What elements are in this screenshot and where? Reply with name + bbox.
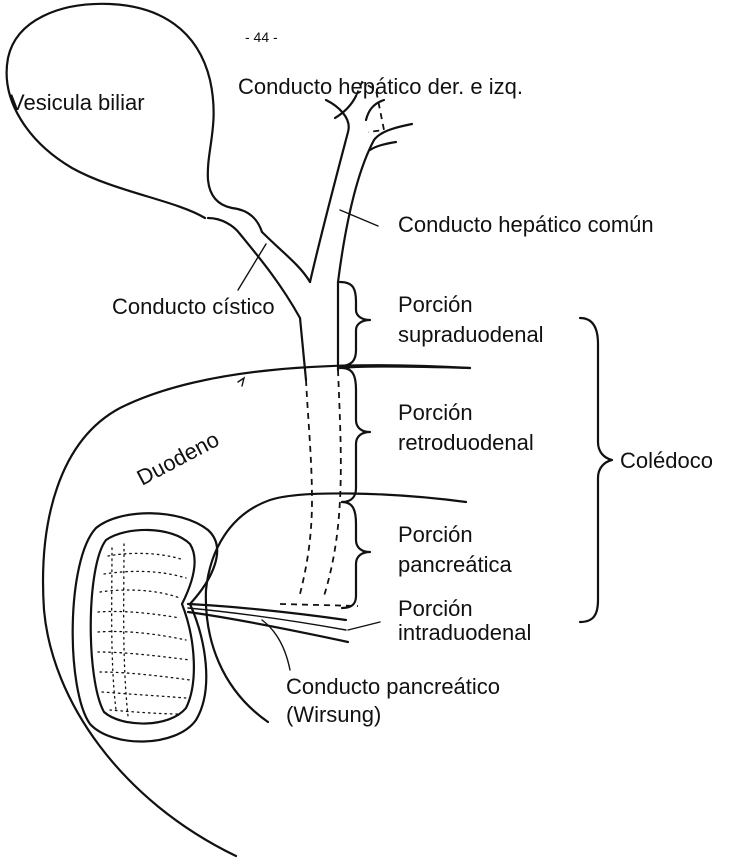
brace-pancreatica <box>342 502 370 608</box>
ampulla-folds <box>98 544 190 716</box>
leader-cystic <box>238 244 266 290</box>
label-porcion-panc-2: pancreática <box>398 552 513 577</box>
cystic-duct-right <box>262 232 310 282</box>
label-coledoco: Colédoco <box>620 448 713 473</box>
duodenum-top-line <box>340 367 470 369</box>
label-porcion-intra-1: Porción <box>398 596 473 621</box>
label-vesicula-biliar: Vesicula biliar <box>10 90 145 115</box>
label-conducto-pancreatico: Conducto pancreático <box>286 674 500 699</box>
label-conducto-hepatico-der-izq: Conducto hepático der. e izq. <box>238 74 523 99</box>
label-porcion-panc-1: Porción <box>398 522 473 547</box>
gallbladder-neck <box>208 208 262 234</box>
hepatic-branch-upper <box>366 100 396 150</box>
label-conducto-hepatico-comun: Conducto hepático común <box>398 212 654 237</box>
page-number: - 44 - <box>245 29 278 45</box>
brace-retroduodenal <box>342 368 370 502</box>
label-conducto-cistico: Conducto cístico <box>112 294 275 319</box>
intraduodenal-dashed <box>280 604 358 606</box>
leader-hepatic-comun <box>340 210 378 226</box>
label-porcion-supra-2: supraduodenal <box>398 322 544 347</box>
ampulla-outer <box>73 513 217 741</box>
label-porcion-retro-1: Porción <box>398 400 473 425</box>
cbd-dashed-right <box>324 370 341 596</box>
label-porcion-intra-2: intraduodenal <box>398 620 531 645</box>
label-porcion-retro-2: retroduodenal <box>398 430 534 455</box>
brace-coledoco <box>580 318 612 622</box>
stray-mark <box>238 378 244 386</box>
label-wirsung: (Wirsung) <box>286 702 381 727</box>
cbd-dashed-left <box>300 380 312 594</box>
leader-intraduodenal <box>348 622 380 630</box>
cbd-left-wall <box>300 318 306 380</box>
pancreatic-duct-inner <box>188 608 346 630</box>
label-porcion-supra-1: Porción <box>398 292 473 317</box>
label-duodeno: Duodeno <box>133 426 224 490</box>
brace-supraduodenal <box>340 282 370 366</box>
